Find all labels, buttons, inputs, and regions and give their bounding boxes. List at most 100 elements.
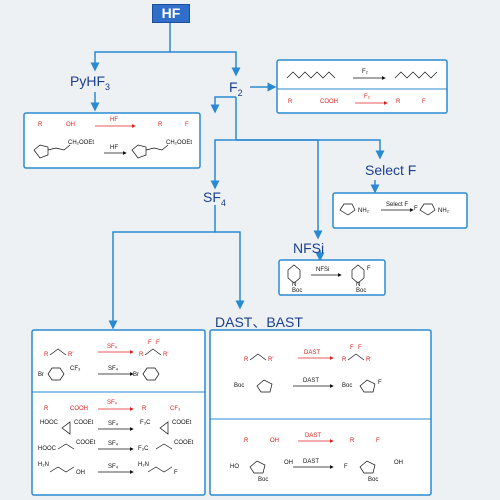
sf4-r6-prod-f: F xyxy=(174,470,178,476)
sf4-r4-sm-left: HOOC xyxy=(40,420,58,426)
dast-r4-prod-boc: Boc xyxy=(368,477,379,483)
pyhf3-text: PyHF xyxy=(70,73,105,89)
f2-panel-reagent: F₂ xyxy=(362,69,368,75)
sf4-r1-reagent: SF₄ xyxy=(107,344,118,350)
f2-red-cooh: COOH xyxy=(320,99,338,105)
f2-label: F2 xyxy=(229,79,243,98)
sf4-r6-prod-amine: H₂N xyxy=(138,462,149,468)
hf-sm-label: CH₂OOEt xyxy=(68,140,94,146)
dast-r4-boc: Boc xyxy=(258,477,269,483)
hf-reagent: HF xyxy=(110,145,118,151)
sf4-r3-reagent: SF₄ xyxy=(107,400,118,406)
sf4-r5-sm-right: COOEt xyxy=(76,440,96,446)
sf4-r1-f2: F xyxy=(156,340,160,346)
sf4-r5-prod-right: COOEt xyxy=(174,440,194,446)
reaction-arrows xyxy=(95,76,414,474)
selectf-reagent: Select F xyxy=(386,202,409,208)
hf-red-reagent: HF xyxy=(110,117,118,123)
f2-red-r: R xyxy=(288,99,293,105)
dast-panel xyxy=(209,329,432,496)
sf4-label: SF4 xyxy=(203,189,226,208)
dast-r1-f2: F xyxy=(358,345,362,351)
hf-red-prod-f: F xyxy=(185,122,189,128)
f2-red-prod-r: R xyxy=(396,99,401,105)
nfsi-sm-n: N xyxy=(292,282,297,288)
pyhf3-panel xyxy=(23,112,201,169)
dast-bast-label: DAST、BAST xyxy=(215,314,303,330)
hf-red-oh: OH xyxy=(66,122,75,128)
dast-r2-f: F xyxy=(378,380,382,386)
dast-r1-r2: R' xyxy=(268,357,274,363)
dast-r4-prod-f: F xyxy=(344,464,348,470)
dast-r2-prod-boc: Boc xyxy=(342,383,353,389)
sf4-r6-oh: OH xyxy=(76,470,85,476)
sf4-r3-prod-cf3: CF₃ xyxy=(170,406,181,412)
sf4-r2-prod-br: Br xyxy=(133,372,139,378)
nfsi-label: NFSi xyxy=(293,240,325,256)
sf4-r1-pr2: R' xyxy=(163,352,169,358)
sf4-r3-cooh: COOH xyxy=(70,406,88,412)
molecule-skeletons xyxy=(33,71,438,474)
sf4-r4-sm-right: COOEt xyxy=(74,420,94,426)
sf4-r6-reagent: SF₄ xyxy=(108,464,119,470)
dast-r4-prod-oh: OH xyxy=(394,460,403,466)
sf4-sub: 4 xyxy=(220,197,226,208)
dast-r3-prod-r: R xyxy=(350,438,355,444)
sf4-r6-amine: H₂N xyxy=(38,462,49,468)
nfsi-prod-n: N xyxy=(356,282,361,288)
sf4-r3-r: R xyxy=(44,406,49,412)
sf4-panel xyxy=(31,329,206,496)
dast-r3-r: R xyxy=(244,438,249,444)
sf4-r2-cf3: CF₃ xyxy=(70,366,81,372)
sf4-r4-prod-right: COOEt xyxy=(172,420,192,426)
f2-text: F xyxy=(229,79,238,95)
connector-lines xyxy=(90,21,385,330)
sf4-r2-reagent: SF₄ xyxy=(108,366,119,372)
sf4-text: SF xyxy=(203,189,221,205)
nfsi-prod-boc: Boc xyxy=(356,288,367,294)
sf4-r1-f1: F xyxy=(148,340,152,346)
dast-r2-reagent: DAST xyxy=(303,378,320,384)
dast-r3-prod-f: F xyxy=(376,438,380,444)
pyhf3-label: PyHF3 xyxy=(70,73,110,92)
selectf-sm-amine: NH₂ xyxy=(358,208,369,214)
sf4-r4-reagent: SF₄ xyxy=(108,421,119,427)
sf4-r3-prod-r: R xyxy=(142,406,147,412)
sf4-r2-br: Br xyxy=(38,372,44,378)
sf4-r5-sm-left: HOOC xyxy=(38,446,56,452)
dast-r3-oh: OH xyxy=(270,438,279,444)
dast-r2-boc: Boc xyxy=(234,383,245,389)
f2-red-reagent: F₂ xyxy=(364,94,370,100)
selectf-prod-f: F xyxy=(414,206,418,212)
f2-sub: 2 xyxy=(237,87,243,98)
nfsi-prod-f: F xyxy=(367,266,371,272)
selectf-panel xyxy=(332,192,468,229)
hf-root-box: HF xyxy=(152,4,190,23)
selectf-label: Select F xyxy=(365,162,417,178)
nfsi-sm-boc: Boc xyxy=(292,288,303,294)
sf4-r1-r2: R' xyxy=(68,352,74,358)
dast-r1-reagent: DAST xyxy=(304,350,321,356)
sf4-r4-prod-left: F₃C xyxy=(140,420,151,426)
dast-r1-f1: F xyxy=(350,345,354,351)
nfsi-panel xyxy=(278,259,386,296)
hf-red-prod-r: R xyxy=(158,122,163,128)
hf-root-label: HF xyxy=(161,5,181,21)
hf-prod-label: CH₂OOEt xyxy=(166,140,192,146)
dast-r4-ho: HO xyxy=(230,464,239,470)
dast-r1-r: R xyxy=(244,357,249,363)
dast-r1-pr2: R' xyxy=(366,357,372,363)
f2-red-prod-f: F xyxy=(422,99,426,105)
dast-r4-oh: OH xyxy=(284,460,293,466)
sf4-r5-prod-left: F₃C xyxy=(138,446,149,452)
pyhf3-sub: 3 xyxy=(105,81,111,92)
dast-r4-reagent: DAST xyxy=(303,459,320,465)
hf-red-r: R xyxy=(38,122,43,128)
sf4-r1-r: R xyxy=(44,352,49,358)
sf4-r1-pr: R xyxy=(139,352,144,358)
selectf-prod-amine: NH₂ xyxy=(438,208,449,214)
f2-panel xyxy=(276,59,448,114)
nfsi-reagent: NFSi xyxy=(316,267,330,273)
sf4-r5-reagent: SF₄ xyxy=(108,441,119,447)
